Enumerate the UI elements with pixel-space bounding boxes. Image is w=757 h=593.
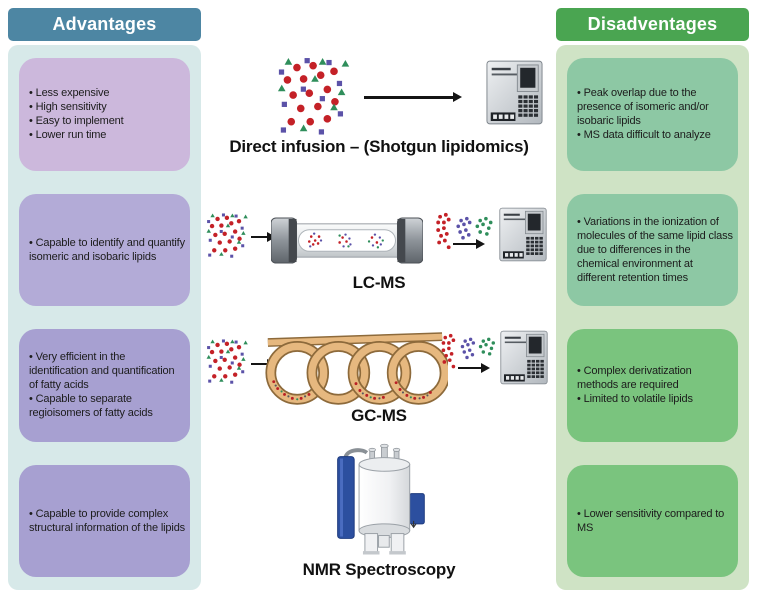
disadvantages-panel: • Peak overlap due to the presence of is… bbox=[556, 45, 749, 590]
bullet-line: • Complex derivatization methods are req… bbox=[577, 365, 692, 392]
flow-arrow-icon bbox=[453, 239, 485, 249]
mass-spectrometer-icon bbox=[499, 207, 547, 262]
disadvantages-box-direct-infusion: • Peak overlap due to the presence of is… bbox=[567, 58, 738, 171]
bullet-line: • Limited to volatile lipids bbox=[577, 393, 693, 406]
advantages-column: Advantages • Less expensive • High sensi… bbox=[8, 8, 201, 590]
technique-label-lcms: LC-MS bbox=[352, 273, 406, 292]
disadvantages-box-gcms: • Complex derivatization methods are req… bbox=[567, 329, 738, 442]
bullet-line: • Very efficient in the identification a… bbox=[29, 351, 175, 392]
bullet-line: • Variations in the ionization of molecu… bbox=[577, 215, 733, 284]
disadvantages-box-lcms: • Variations in the ionization of molecu… bbox=[567, 193, 738, 306]
technique-label-gcms: GC-MS bbox=[351, 406, 407, 425]
lipid-mixture-dots-icon bbox=[277, 57, 353, 137]
flow-arrow-icon bbox=[364, 92, 462, 101]
bullet-line: • Capable to separate regioisomers of fa… bbox=[29, 393, 153, 420]
bullet-line: • Easy to implement bbox=[29, 115, 124, 128]
mass-spectrometer-icon bbox=[500, 330, 548, 385]
advantages-header: Advantages bbox=[8, 8, 201, 41]
disadvantages-column: Disadventages • Peak overlap due to the … bbox=[556, 8, 749, 590]
bullet-line: • Capable to identify and quantify isome… bbox=[29, 236, 185, 263]
technique-label-nmr: NMR Spectroscopy bbox=[302, 560, 456, 579]
lc-column-icon bbox=[271, 216, 423, 265]
bullet-line: • Lower sensitivity compared to MS bbox=[577, 507, 725, 534]
bullet-line: • Less expensive bbox=[29, 87, 110, 100]
bullet-line: • MS data difficult to analyze bbox=[577, 129, 711, 142]
mass-spectrometer-icon bbox=[486, 60, 543, 125]
advantages-box-gcms: • Very efficient in the identification a… bbox=[19, 329, 190, 442]
lipid-mixture-dots-icon bbox=[206, 212, 250, 260]
bullet-line: • Lower run time bbox=[29, 129, 107, 142]
gc-coil-column-icon bbox=[262, 326, 448, 408]
technique-label-direct-infusion: Direct infusion – (Shotgun lipidomics) bbox=[229, 137, 529, 156]
nmr-spectrometer-icon bbox=[324, 443, 436, 555]
advantages-box-lcms: • Capable to identify and quantify isome… bbox=[19, 193, 190, 306]
advantages-panel: • Less expensive • High sensitivity • Ea… bbox=[8, 45, 201, 590]
bullet-line: • Capable to provide complex structural … bbox=[29, 507, 186, 534]
lipid-mixture-dots-icon bbox=[206, 337, 250, 387]
bullet-line: • Peak overlap due to the presence of is… bbox=[577, 87, 709, 128]
flow-arrow-icon bbox=[458, 363, 490, 373]
bullet-line: • High sensitivity bbox=[29, 101, 107, 114]
disadvantages-header: Disadventages bbox=[556, 8, 749, 41]
advantages-box-direct-infusion: • Less expensive • High sensitivity • Ea… bbox=[19, 58, 190, 171]
flow-arrow-icon bbox=[251, 232, 276, 242]
advantages-box-nmr: • Capable to provide complex structural … bbox=[19, 464, 190, 577]
disadvantages-box-nmr: • Lower sensitivity compared to MS bbox=[567, 464, 738, 577]
